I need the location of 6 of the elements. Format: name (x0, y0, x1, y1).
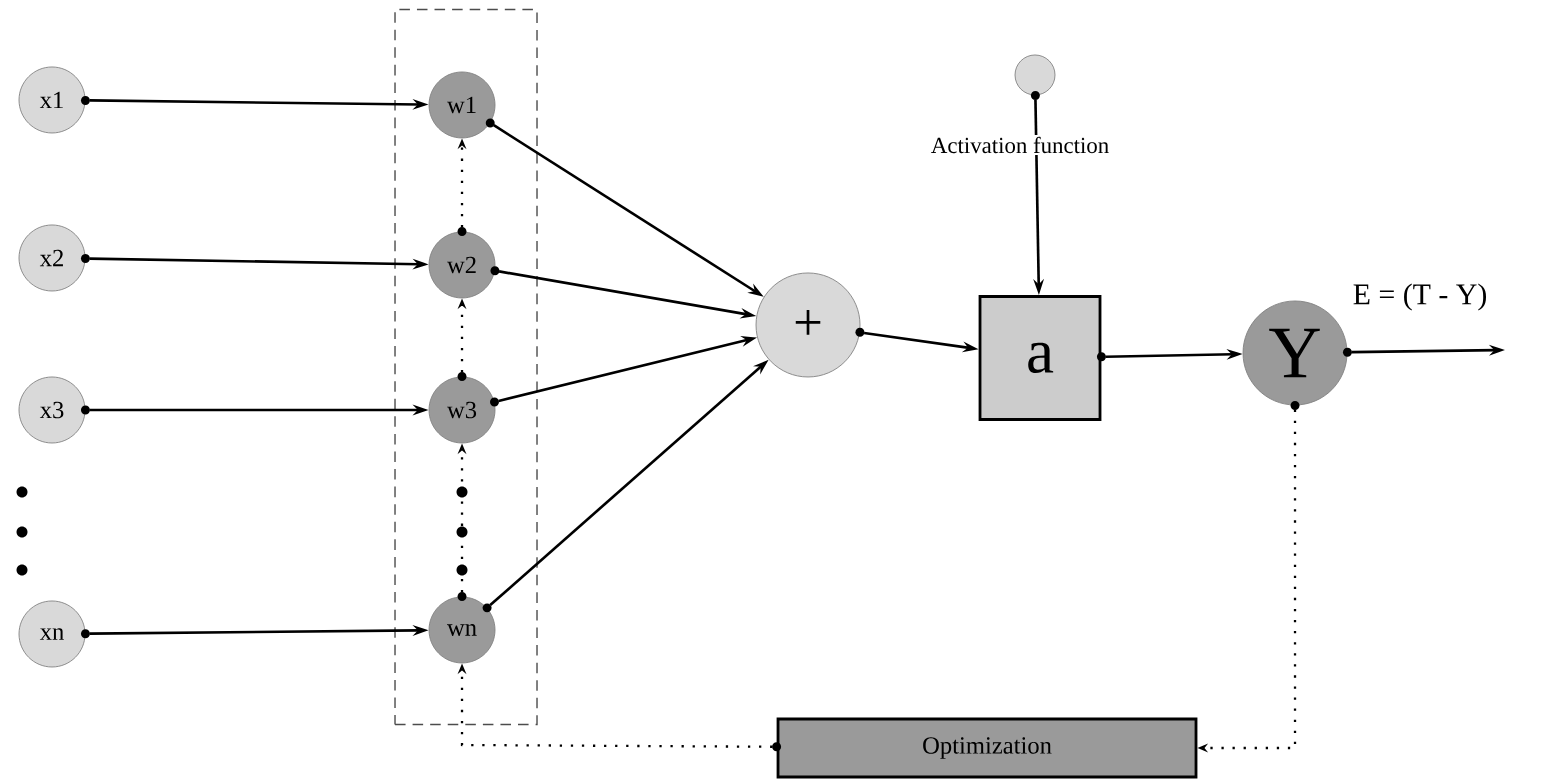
activation-box: a (978, 295, 1102, 421)
input-circle (1014, 54, 1056, 96)
dashed-group-box (394, 8, 538, 726)
edge-label: Activation function (929, 135, 1111, 155)
optimization-box: Optimization (776, 717, 1198, 779)
edge-label: E = (T - Y) (1353, 283, 1486, 311)
